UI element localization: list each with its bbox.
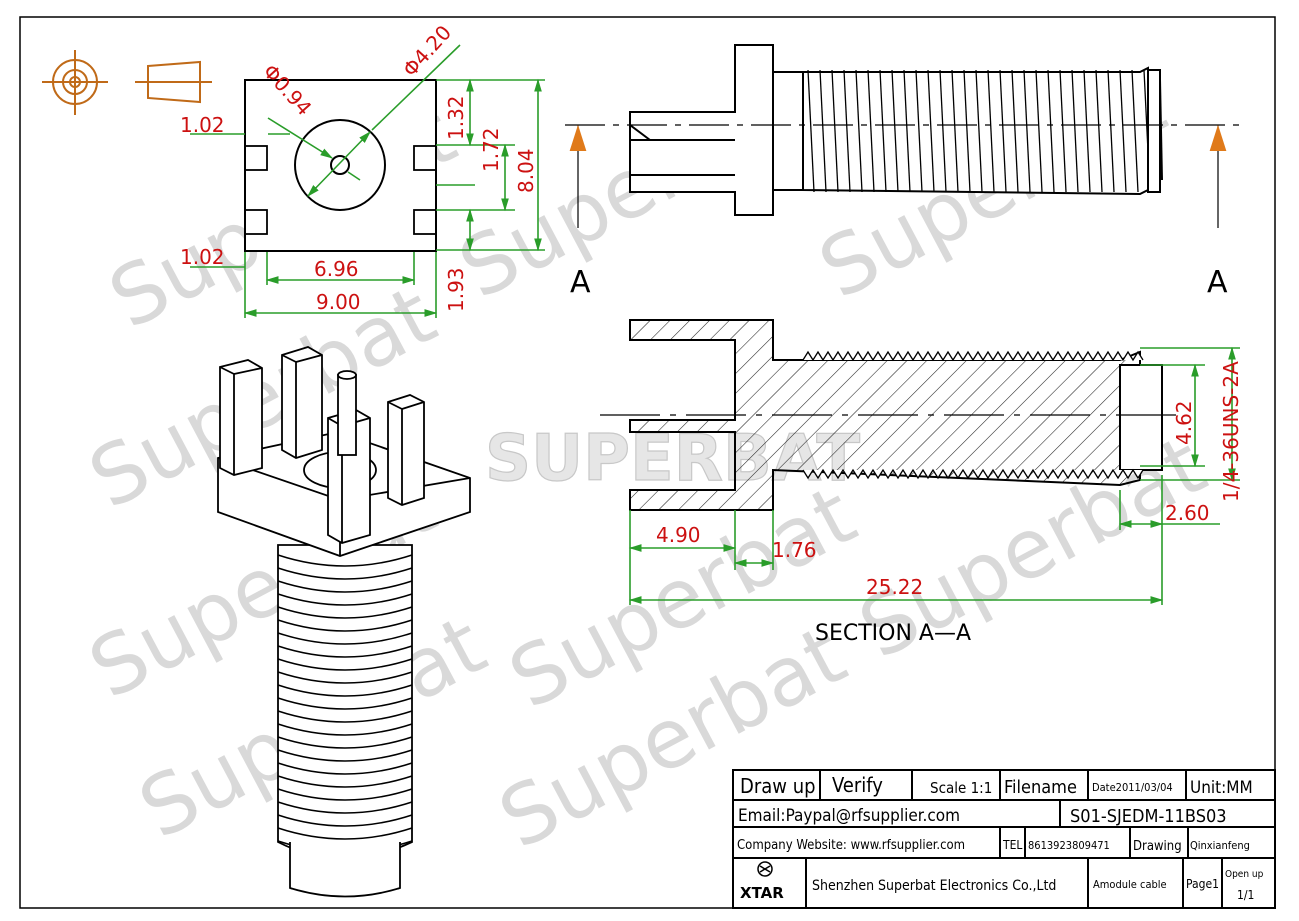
thread-crest bbox=[831, 69, 839, 193]
iso-thread-ring bbox=[277, 710, 413, 723]
thread-crest bbox=[999, 69, 1007, 193]
dim-section-d5: 4.62 bbox=[1172, 400, 1196, 445]
iso-thread-ring bbox=[277, 671, 413, 684]
tb-website: Company Website: www.rfsupplier.com bbox=[737, 838, 965, 853]
iso-thread-ring bbox=[277, 723, 413, 736]
tb-drawing: Drawing bbox=[1133, 839, 1182, 854]
dim-section-d4: 2.60 bbox=[1165, 501, 1210, 525]
thread-crest bbox=[1035, 69, 1043, 193]
thread-crest bbox=[855, 69, 863, 193]
iso-thread-ring bbox=[277, 684, 413, 697]
section-dims bbox=[628, 346, 1240, 605]
iso-thread-ring bbox=[277, 749, 413, 762]
dim-outer-diameter: Φ4.20 bbox=[398, 20, 456, 81]
tb-open-up: Open up bbox=[1225, 869, 1264, 880]
tb-scale: Scale 1:1 bbox=[930, 779, 992, 797]
dim-r2: 1.72 bbox=[479, 127, 503, 172]
iso-thread-ring bbox=[277, 775, 413, 788]
thread-crest bbox=[819, 69, 827, 193]
thread-crest bbox=[879, 69, 887, 193]
thread-crest bbox=[1071, 69, 1079, 193]
iso-thread-ring bbox=[277, 736, 413, 749]
iso-thread-ring bbox=[277, 814, 413, 827]
thread-crest bbox=[975, 69, 983, 193]
tb-unit: Unit:MM bbox=[1190, 778, 1253, 798]
thread-crest bbox=[843, 69, 851, 193]
xtar-logo-icon: XTAR bbox=[740, 861, 784, 902]
dim-section-thread: 1/4-36UNS-2A bbox=[1219, 361, 1243, 502]
tb-draw-up: Draw up bbox=[740, 774, 816, 798]
iso-thread-ring bbox=[277, 788, 413, 801]
thread-crest bbox=[963, 69, 971, 193]
iso-thread-ring bbox=[277, 632, 413, 645]
iso-thread-ring bbox=[277, 645, 413, 658]
dim-section-d1: 4.90 bbox=[656, 523, 701, 547]
tb-open-up-value: 1/1 bbox=[1237, 888, 1254, 902]
iso-thread-ring bbox=[277, 619, 413, 632]
thread-crest bbox=[1107, 69, 1115, 193]
thread-crest bbox=[939, 69, 947, 193]
iso-thread-ring bbox=[277, 593, 413, 606]
tb-verify: Verify bbox=[832, 773, 883, 797]
iso-thread-ring bbox=[277, 762, 413, 775]
section-view bbox=[600, 319, 1180, 511]
tb-email: Email:Paypal@rfsupplier.com bbox=[738, 806, 960, 826]
title-block bbox=[732, 769, 1276, 909]
dim-r4: 1.93 bbox=[444, 267, 468, 312]
iso-thread-ring bbox=[277, 580, 413, 593]
thread-crest bbox=[1119, 69, 1127, 193]
thread-teeth-top bbox=[802, 350, 1144, 362]
projection-symbol bbox=[42, 50, 212, 115]
dim-left-top: 1.02 bbox=[180, 113, 225, 137]
sheet-border bbox=[19, 16, 1276, 909]
thread-teeth-bottom bbox=[802, 468, 1144, 480]
thread-crest bbox=[891, 69, 899, 193]
tb-date: Date2011/03/04 bbox=[1092, 781, 1173, 794]
dim-r3: 8.04 bbox=[514, 148, 538, 193]
dim-inner-width: 6.96 bbox=[314, 257, 359, 281]
dim-r1: 1.32 bbox=[444, 95, 468, 140]
thread-crest bbox=[1023, 69, 1031, 193]
dim-section-d3: 25.22 bbox=[866, 575, 923, 599]
thread-crest bbox=[927, 69, 935, 193]
tb-filename: Filename bbox=[1004, 777, 1077, 798]
iso-thread-ring bbox=[277, 827, 413, 840]
tb-drawer: Qinxianfeng bbox=[1190, 839, 1250, 852]
iso-thread-ring bbox=[277, 658, 413, 671]
tb-part-number: S01-SJEDM-11BS03 bbox=[1070, 806, 1227, 827]
isometric-view bbox=[217, 346, 471, 898]
section-title: SECTION A—A bbox=[815, 621, 971, 646]
thread-crest bbox=[1083, 69, 1091, 193]
dim-outer-width: 9.00 bbox=[316, 290, 361, 314]
tb-page: Page1 bbox=[1186, 877, 1219, 891]
iso-thread-ring bbox=[277, 567, 413, 580]
dim-section-d2: 1.76 bbox=[772, 538, 817, 562]
dim-left-bottom: 1.02 bbox=[180, 245, 225, 269]
thread-crest bbox=[903, 69, 911, 193]
thread-crest bbox=[867, 69, 875, 193]
tb-product: Amodule cable bbox=[1093, 878, 1167, 891]
thread-crest bbox=[1047, 69, 1055, 193]
side-view bbox=[565, 44, 1240, 228]
tb-tel-label: TEL bbox=[1002, 838, 1022, 852]
thread-crest bbox=[951, 69, 959, 193]
iso-thread-ring bbox=[277, 801, 413, 814]
tb-tel: 8613923809471 bbox=[1028, 839, 1110, 852]
tb-company: Shenzhen Superbat Electronics Co.,Ltd bbox=[812, 878, 1056, 894]
iso-thread-ring bbox=[277, 606, 413, 619]
iso-thread-ring bbox=[277, 554, 413, 567]
iso-thread-ring bbox=[277, 697, 413, 710]
thread-crest bbox=[987, 69, 995, 193]
section-mark-left: A bbox=[570, 265, 591, 300]
thread-crest bbox=[915, 69, 923, 193]
thread-crest bbox=[1131, 69, 1139, 193]
thread-crest bbox=[807, 69, 815, 193]
thread-crest bbox=[1095, 69, 1103, 193]
thread-crest bbox=[1011, 69, 1019, 193]
section-mark-right: A bbox=[1207, 265, 1228, 300]
thread-crest bbox=[1059, 69, 1067, 193]
tb-logo: XTAR bbox=[740, 884, 784, 902]
